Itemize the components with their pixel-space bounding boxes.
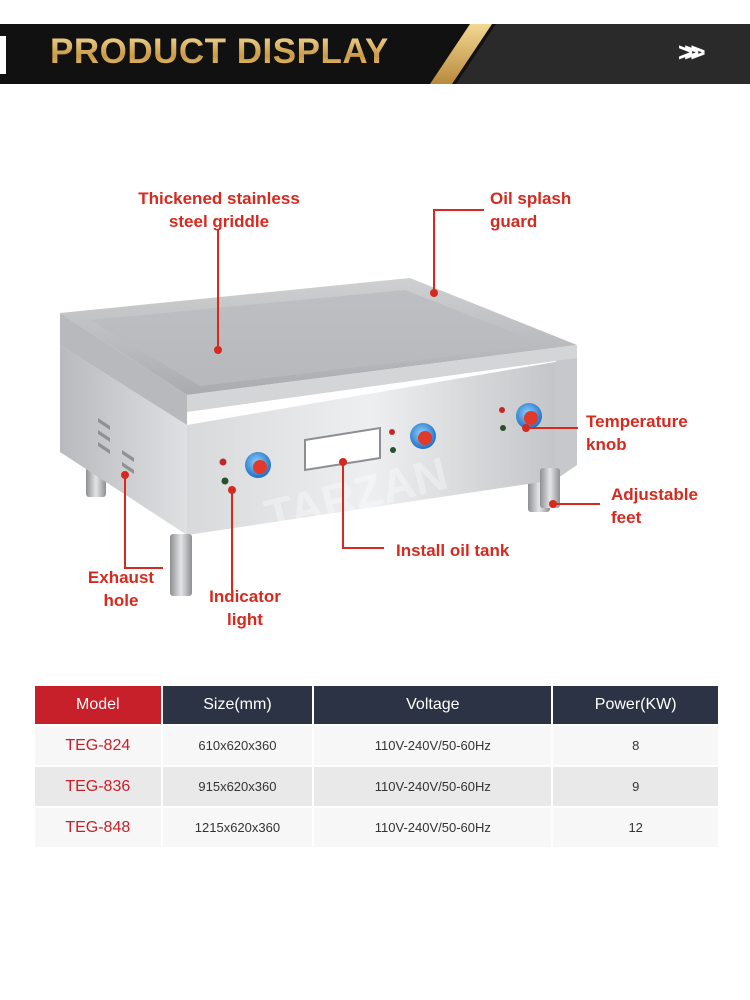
oil-tank-slot <box>304 426 381 472</box>
exhaust-vents <box>98 418 134 474</box>
header-voltage: Voltage <box>313 686 554 725</box>
body-left-side <box>60 345 187 535</box>
cell-size: 610x620x360 <box>161 724 315 766</box>
spec-table-header-row: Model Size(mm) Voltage Power(KW) <box>35 686 718 725</box>
cell-size: 915x620x360 <box>161 765 315 807</box>
body-right-side <box>555 348 577 480</box>
callout-lines <box>124 209 600 590</box>
section-banner: PRODUCT DISPLAY >>> <box>0 24 750 84</box>
cell-power: 8 <box>552 724 718 766</box>
indicator-light-green <box>221 477 229 485</box>
cell-model: TEG-824 <box>35 724 163 766</box>
leg-front-left <box>170 534 192 596</box>
cell-power: 12 <box>552 806 718 847</box>
cell-model: TEG-848 <box>35 806 163 847</box>
page-title: PRODUCT DISPLAY <box>50 32 389 71</box>
callout-temperature-knob: Temperature knob <box>586 412 688 454</box>
griddle-image: TARZAN <box>60 209 600 596</box>
temperature-knob-right <box>516 403 542 429</box>
spec-table: Model Size(mm) Voltage Power(KW) TEG-824… <box>35 686 718 847</box>
callout-splash-guard: Oil splash guard <box>490 189 572 231</box>
cell-voltage: 110V-240V/50-60Hz <box>313 765 554 807</box>
callout-adjustable-feet: Adjustable feet <box>611 485 698 527</box>
callout-oil-tank: Install oil tank <box>396 541 510 560</box>
cell-model: TEG-836 <box>35 765 163 807</box>
header-power: Power(KW) <box>552 686 718 725</box>
chevrons-icon: >>> <box>678 37 705 67</box>
table-row: TEG-848 1215x620x360 110V-240V/50-60Hz 1… <box>35 806 718 847</box>
table-row: TEG-824 610x620x360 110V-240V/50-60Hz 8 <box>35 724 718 766</box>
callout-griddle: Thickened stainless steel griddle <box>138 189 300 231</box>
cell-size: 1215x620x360 <box>161 806 315 847</box>
header-size: Size(mm) <box>161 686 315 725</box>
banner-background <box>0 24 750 84</box>
cell-voltage: 110V-240V/50-60Hz <box>313 724 554 766</box>
cell-voltage: 110V-240V/50-60Hz <box>313 806 554 847</box>
table-row: TEG-836 915x620x360 110V-240V/50-60Hz 9 <box>35 765 718 807</box>
leg-front-right <box>540 468 560 508</box>
callout-dots <box>121 289 557 508</box>
header-model: Model <box>35 686 163 725</box>
cell-power: 9 <box>552 765 718 807</box>
callout-indicator-light: Indicator light <box>209 587 281 629</box>
temperature-knob-middle <box>410 423 436 449</box>
temperature-knob-left <box>245 452 271 478</box>
callout-exhaust-hole: Exhaust hole <box>87 568 155 610</box>
product-illustration: TARZAN Thickened stainless steel griddle… <box>0 150 750 650</box>
indicator-light-red <box>219 458 227 466</box>
